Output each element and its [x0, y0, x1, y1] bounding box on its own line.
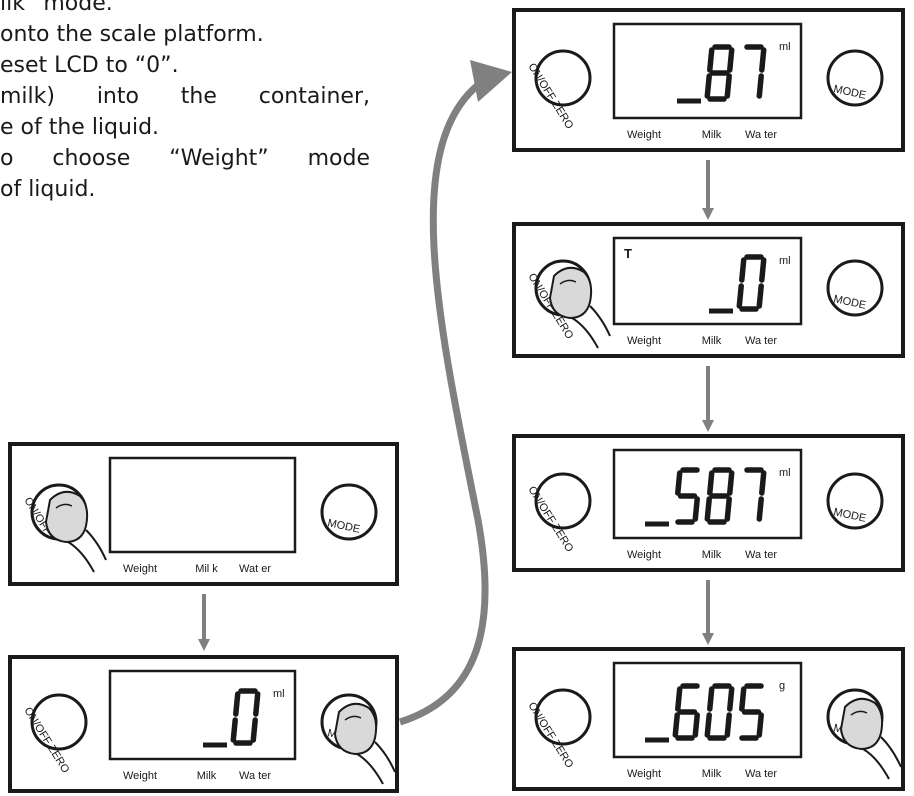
lcd-segment — [759, 257, 767, 283]
finger-press-icon — [839, 697, 902, 780]
lcd-window — [108, 669, 297, 761]
lcd-segment — [727, 47, 735, 73]
mode-label: Milk — [702, 768, 722, 780]
lcd-segment — [724, 496, 732, 522]
mode-label: Wa ter — [745, 768, 777, 780]
mode-label: Weight — [627, 129, 661, 141]
mode-label: Milk — [702, 549, 722, 561]
mode-label: Wa ter — [745, 335, 777, 347]
lcd-segment — [727, 470, 735, 496]
lcd-digit — [704, 683, 735, 741]
lcd-segment — [739, 257, 747, 283]
mode-label: Weight — [627, 768, 661, 780]
instruction-line: ilk” mode. — [0, 0, 113, 16]
lcd-digit — [736, 254, 767, 312]
instruction-line: e of the liquid. — [0, 115, 160, 140]
lcd-segment — [692, 496, 700, 522]
mode-button[interactable] — [826, 49, 884, 107]
mode-label: Wa ter — [745, 129, 777, 141]
finger-press-icon — [548, 266, 611, 349]
mode-button[interactable] — [826, 259, 884, 317]
lcd-unit: ml — [779, 467, 791, 479]
lcd-digit — [739, 683, 764, 741]
lcd-segment — [704, 73, 712, 99]
lcd-segment — [724, 73, 732, 99]
lcd-segment — [759, 470, 767, 496]
instruction-line: milk) into the container, — [0, 84, 370, 109]
lcd-segment — [727, 686, 735, 712]
lcd-segment — [724, 712, 732, 738]
lcd-digit — [672, 683, 700, 741]
instruction-line: of liquid. — [0, 177, 96, 202]
lcd-digit — [704, 44, 735, 102]
mode-label: Milk — [702, 129, 722, 141]
lcd-segment — [739, 686, 747, 712]
mode-button[interactable] — [320, 483, 378, 541]
flow-arrows — [198, 60, 714, 726]
lcd-segment — [704, 496, 712, 522]
lcd-unit: ml — [273, 688, 285, 700]
lcd-segment — [756, 73, 764, 99]
mode-label: Weight — [123, 770, 157, 782]
lcd-segment — [675, 686, 683, 712]
mode-label: Milk — [197, 770, 217, 782]
lcd-segment — [253, 691, 261, 717]
lcd-segment — [707, 47, 715, 73]
lcd-segment — [250, 717, 258, 743]
mode-label: Weight — [123, 563, 157, 575]
lcd-segment — [756, 712, 764, 738]
lcd-segment — [736, 283, 744, 309]
mode-label: Wa ter — [239, 770, 271, 782]
lcd-segment — [672, 712, 680, 738]
lcd-digit — [744, 44, 767, 99]
curved-arrow-head — [470, 60, 512, 102]
finger-press-icon — [333, 702, 396, 785]
instruction-line: o choose “Weight” mode — [0, 146, 370, 171]
lcd-segment — [692, 712, 700, 738]
instruction-line: eset LCD to “0”. — [0, 53, 179, 78]
lcd-segment — [759, 47, 767, 73]
mode-label: Mil k — [195, 563, 218, 575]
mode-label: Milk — [702, 335, 722, 347]
on-off-zero-button[interactable] — [534, 49, 592, 107]
lcd-segment — [704, 712, 712, 738]
lcd-segment — [707, 470, 715, 496]
lcd-window — [612, 236, 803, 326]
lcd-digit — [675, 467, 700, 525]
curved-arrow — [398, 73, 494, 726]
scale-panel: ON/OFF ZEROMODEgWeightMilkWa ter — [512, 647, 905, 791]
on-off-zero-button[interactable] — [534, 472, 592, 530]
lcd-unit: ml — [779, 41, 791, 53]
mode-label: Weight — [627, 335, 661, 347]
lcd-unit: g — [779, 680, 785, 692]
lcd-segment — [756, 496, 764, 522]
lcd-unit: ml — [779, 255, 791, 267]
lcd-segment — [707, 686, 715, 712]
lcd-segment — [675, 470, 683, 496]
instruction-line: onto the scale platform. — [0, 22, 264, 47]
tare-indicator: T — [624, 246, 632, 261]
lcd-window — [108, 456, 297, 554]
lcd-segment — [230, 717, 238, 743]
instruction-text: ilk” mode. onto the scale platform. eset… — [0, 0, 370, 205]
lcd-digit — [744, 467, 767, 522]
lcd-segment — [233, 691, 241, 717]
mode-label: Wat er — [239, 563, 271, 575]
mode-label: Weight — [627, 549, 661, 561]
mode-button[interactable] — [826, 472, 884, 530]
mode-label: Wa ter — [745, 549, 777, 561]
lcd-segment — [756, 283, 764, 309]
on-off-zero-button[interactable] — [534, 688, 592, 746]
lcd-digit — [704, 467, 735, 525]
lcd-digit — [230, 688, 261, 746]
on-off-zero-button[interactable] — [30, 693, 88, 751]
finger-press-icon — [44, 490, 107, 573]
